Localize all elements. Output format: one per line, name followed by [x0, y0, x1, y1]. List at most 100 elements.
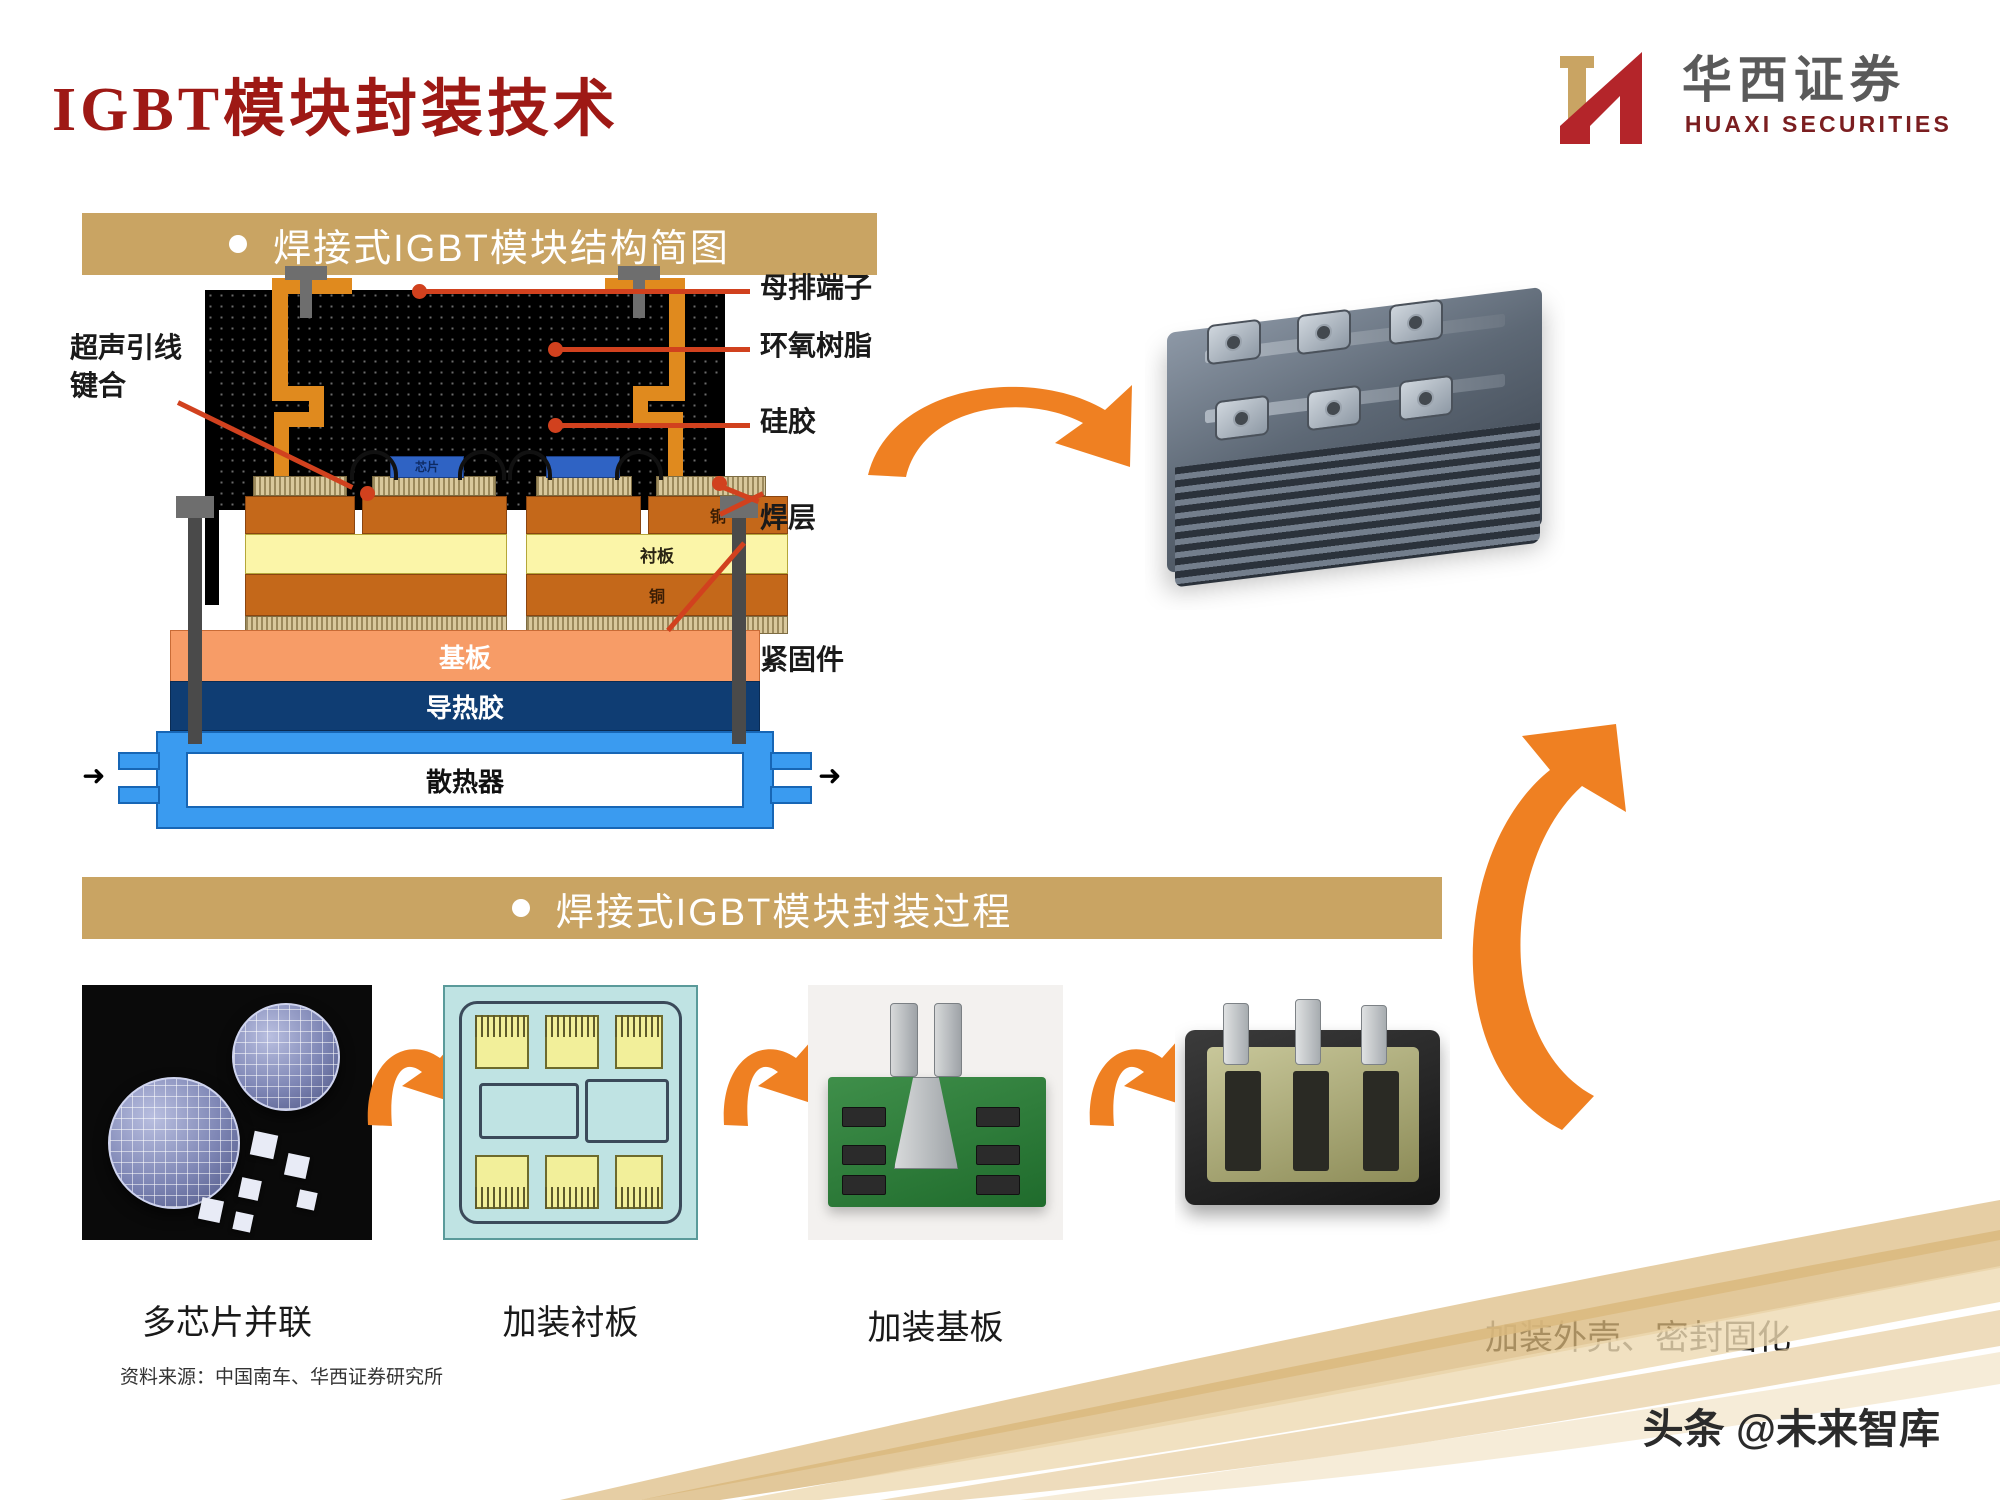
bond-wire-left-1	[350, 450, 398, 480]
die-piece-1	[249, 1130, 279, 1160]
process-caption-2: 加装衬板	[502, 1304, 639, 1342]
process-arrow-1	[367, 1040, 458, 1126]
section-banner-structure: 焊接式IGBT模块结构简图	[82, 213, 877, 275]
callout-line-busbar	[420, 289, 750, 294]
banner-process-label: 焊接式IGBT模块封装过程	[555, 891, 1013, 934]
callout-dot-busbar	[412, 284, 427, 299]
substrate-trace-2	[585, 1079, 669, 1143]
busbar-step4-left	[274, 412, 289, 478]
housing-terminal-3	[1361, 1005, 1387, 1065]
process-image-baseplate	[808, 985, 1063, 1240]
coolant-flow-out-icon: ➜	[818, 760, 842, 791]
soldered-igbt-structure-diagram: 芯片 衬板 铜 铜 基板 导热胶 散热器 ➜ ➜ 母排端子 环氧树脂 硅胶	[60, 266, 960, 860]
copper-pad-left-2	[362, 496, 507, 534]
pcb-pad-5	[976, 1145, 1020, 1165]
page-title: IGBT模块封装技术	[52, 76, 620, 144]
die-piece-6	[296, 1189, 318, 1211]
substrate-wirecomb-2	[545, 1015, 599, 1037]
chip-label-left: 芯片	[414, 460, 439, 474]
copper-bottom-right: 铜	[526, 574, 788, 616]
callout-busbar-terminal: 母排端子	[760, 273, 873, 304]
callout-silicone-gel: 硅胶	[760, 407, 817, 438]
die-piece-5	[232, 1211, 254, 1233]
baseplate-tab-2	[934, 1003, 962, 1077]
callout-epoxy-resin: 环氧树脂	[760, 331, 873, 362]
die-piece-2	[283, 1152, 311, 1180]
housing-slot-3	[1363, 1071, 1399, 1171]
pcb-pad-1	[842, 1107, 886, 1127]
bullet-dot-icon-2	[511, 899, 530, 917]
substrate-wirecomb-6	[615, 1187, 663, 1209]
substrate-right: 衬板	[526, 534, 788, 574]
copper-pad-right-1	[526, 496, 641, 534]
housing-terminal-1	[1223, 1003, 1249, 1065]
arrow-structure-to-module	[868, 385, 1132, 477]
chip-right	[546, 456, 620, 478]
huaxi-h-mark-icon	[1546, 48, 1658, 144]
baseplate-tab-1	[890, 1003, 918, 1077]
thermal-glue-layer: 导热胶	[170, 681, 760, 731]
fastener-left-rod	[188, 504, 202, 744]
callout-solder-layer: 焊层	[760, 503, 817, 534]
process-caption-4: 加装外壳、密封固化	[1485, 1319, 1791, 1357]
die-piece-4	[197, 1196, 225, 1224]
solder-layer-left-2	[372, 476, 496, 496]
substrate-trace-1	[479, 1083, 579, 1139]
process-caption-1: 多芯片并联	[142, 1304, 312, 1342]
wafer-disc-small	[232, 1003, 340, 1111]
heatsink-outlet-upper	[770, 752, 812, 770]
heatsink-outlet-lower	[770, 786, 812, 804]
pcb-pad-4	[976, 1107, 1020, 1127]
process-caption-3: 加装基板	[867, 1309, 1004, 1347]
callout-dot-bonding	[360, 486, 375, 501]
logo-english-name: HUAXI SECURITIES	[1684, 111, 1952, 138]
callout-ultrasonic-bonding: 超声引线 键合	[70, 330, 182, 406]
heatsink-channel: 散热器	[186, 752, 744, 808]
busbar-top-left	[272, 278, 352, 294]
callout-ultrasonic-line1: 超声引线	[70, 333, 183, 364]
solder-layer-left-1	[253, 476, 347, 496]
fastener-left-head	[176, 496, 214, 518]
source-note: 资料来源：中国南车、华西证券研究所	[120, 1367, 444, 1388]
substrate-wirecomb-3	[615, 1015, 663, 1037]
process-image-substrate	[443, 985, 698, 1240]
baseplate-layer: 基板	[170, 630, 760, 682]
banner-structure-label: 焊接式IGBT模块结构简图	[273, 227, 730, 270]
section-banner-process: 焊接式IGBT模块封装过程	[82, 877, 1442, 939]
busbar-down-left	[272, 278, 288, 390]
busbar-step4-right	[668, 412, 683, 478]
solder-to-baseplate-right	[526, 616, 788, 634]
pcb-pad-2	[842, 1145, 886, 1165]
callout-dot-silicone	[548, 418, 563, 433]
housing-slot-1	[1225, 1071, 1261, 1171]
terminal-post-left	[300, 266, 312, 318]
logo-text: 华西证券 HUAXI SECURITIES	[1682, 54, 1952, 139]
substrate-left	[245, 534, 507, 574]
heatsink-inlet-lower	[118, 786, 160, 804]
callout-ultrasonic-line2: 键合	[70, 370, 127, 402]
callout-line-silicone	[556, 423, 750, 428]
housing-slot-2	[1293, 1071, 1329, 1171]
watermark: 头条 @未来智库	[1642, 1406, 1940, 1452]
copper-pad-right-2: 铜	[648, 496, 788, 534]
thermal-glue-label: 导热胶	[425, 693, 504, 723]
process-image-housing	[1175, 985, 1450, 1240]
process-image-multi-chip	[82, 985, 372, 1240]
fastener-right-rod	[732, 504, 746, 744]
coolant-flow-in-icon: ➜	[82, 760, 106, 791]
substrate-wirecomb-1	[475, 1015, 529, 1037]
pcb-pad-6	[976, 1175, 1020, 1195]
baseplate-label: 基板	[438, 643, 491, 673]
copper-bottom-label: 铜	[648, 589, 665, 606]
housing-terminal-2	[1295, 999, 1321, 1065]
process-arrow-2	[723, 1040, 814, 1126]
solder-layer-right-2	[656, 476, 766, 496]
callout-dot-epoxy	[548, 342, 563, 357]
substrate-label: 衬板	[640, 546, 674, 566]
bullet-dot-icon	[229, 235, 248, 253]
igbt-module-product-photo	[1145, 270, 1565, 610]
copper-pad-left-1	[245, 496, 355, 534]
solder-layer-right-1	[536, 476, 632, 496]
bond-wire-right-1	[508, 450, 552, 480]
company-logo: 华西证券 HUAXI SECURITIES	[1546, 48, 1952, 144]
